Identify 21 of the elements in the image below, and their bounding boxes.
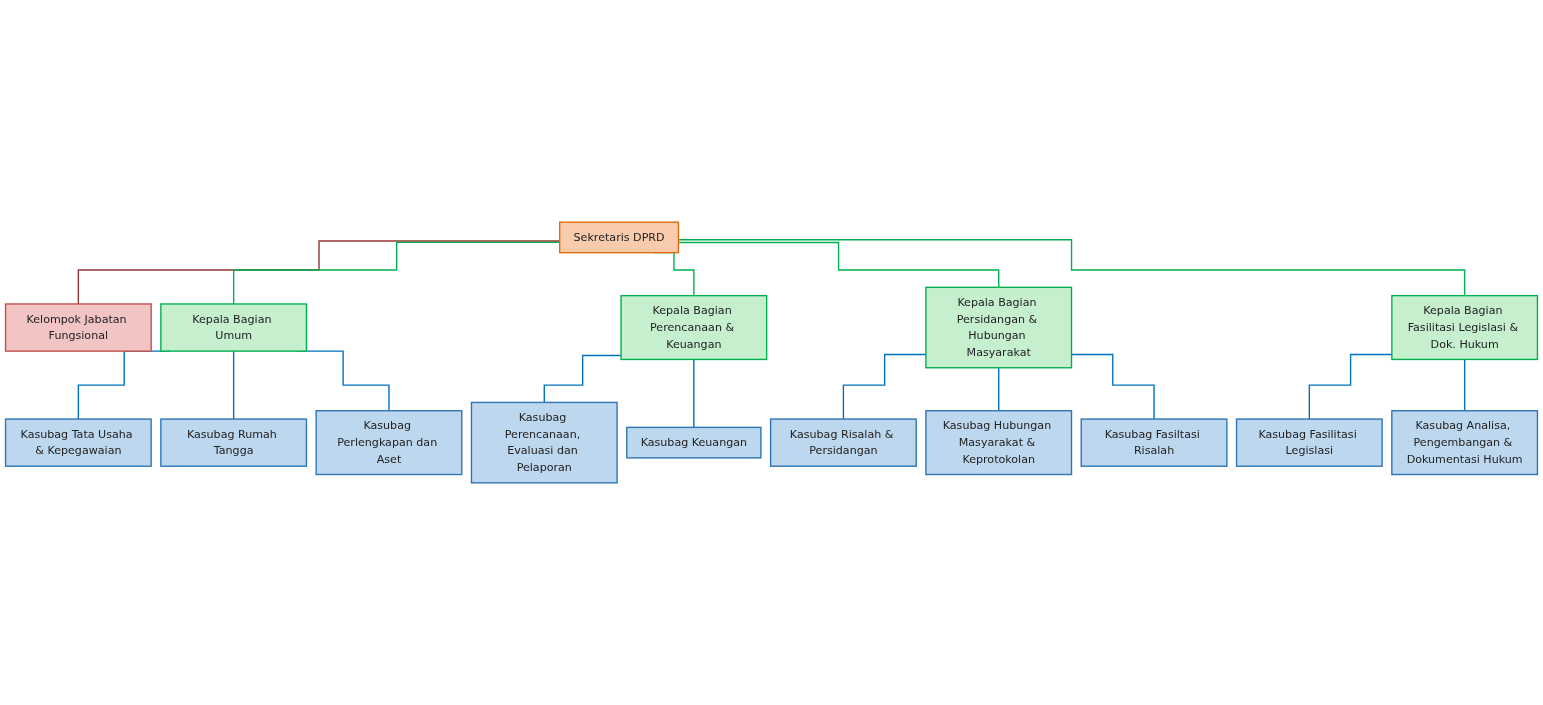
node-box: Kasubag Perencanaan, Evaluasi dan Pelaporan [470,401,618,484]
connector [693,358,695,429]
node-box: Kepala Bagian Persidangan & Hubungan Masyarakat [925,286,1073,369]
node-box: Kasubag Analisa, Pengembangan & Dokumentasi Hukum [1391,410,1539,476]
node-box: Kasubag Risalah & Persidangan [769,418,917,467]
node-box: Kasubag Fasiltasi Risalah [1080,418,1228,467]
node-box: Kasubag Fasilitasi Legislasi [1235,418,1383,467]
node-box: Kasubag Hubungan Masyarakat & Keprotokolan [925,410,1073,476]
node-box: Kasubag Keuangan [626,426,762,459]
connector [998,367,1000,412]
node-box: Kepala Bagian Fasilitasi Legislasi & Dok. Hukum [1391,294,1539,361]
node-box: Kepala Bagian Perencanaan & Keuangan [620,294,768,361]
node-box: Kepala Bagian Umum [160,303,308,352]
connector [232,350,235,420]
node-box: Kasubag Rumah Tangga [160,418,308,467]
node-box: Kasubag Perlengkapan dan Aset [315,410,463,476]
node-box: Sekretaris DPRD [559,221,680,254]
connector [543,354,622,404]
node-box: Kasubag Tata Usaha & Kepegawaian [4,418,152,467]
connector [1463,358,1466,412]
node-box: Kelompok Jabatan Fungsional [4,303,152,352]
